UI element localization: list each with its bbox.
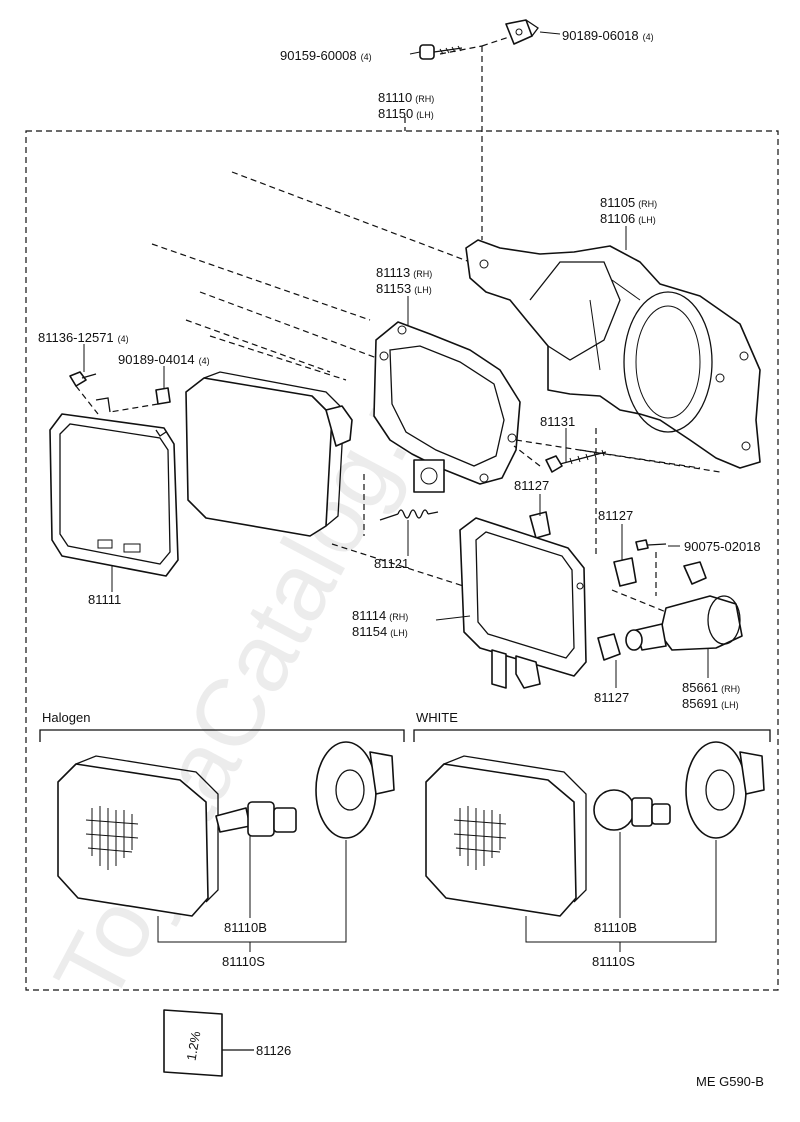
svg-text:81153(LH): 81153(LH): [376, 281, 432, 296]
part-labels: 90159-60008(4) 90189-06018(4) 81110(RH) …: [38, 28, 764, 1089]
label-halogen-81110b: 81110B: [224, 920, 267, 935]
page-code: ME G590-B: [696, 1074, 764, 1089]
svg-text:81136-12571(4): 81136-12571(4): [38, 330, 129, 345]
label-81150: 81150: [378, 106, 413, 121]
halogen-bulb: [215, 801, 297, 837]
screw-81136-12571: [69, 371, 99, 415]
svg-text:81114(RH): 81114(RH): [352, 608, 408, 623]
label-81127-c: 81127: [594, 690, 629, 705]
label-81106: 81106: [600, 211, 635, 226]
label-85691: 85691: [682, 696, 718, 711]
halogen-section-bracket: [39, 729, 405, 742]
aim-tag-text: 1.2%: [184, 1030, 204, 1062]
svg-text:81105(RH): 81105(RH): [600, 195, 657, 210]
clip-81127-b: [613, 557, 637, 587]
white-callout-bracket: [525, 840, 717, 943]
white-lamp-unit: [425, 755, 587, 917]
halogen-callout-bracket: [157, 840, 347, 943]
halogen-socket: [315, 741, 395, 839]
label-90189-06018: 90189-06018: [562, 28, 639, 43]
svg-text:90159-60008(4): 90159-60008(4): [280, 48, 372, 63]
label-81136-12571: 81136-12571: [38, 330, 114, 345]
label-81111: 81111: [88, 592, 121, 607]
white-bulb: [593, 789, 671, 831]
aim-tag-81126: 1.2%: [163, 1009, 254, 1077]
headlamp-rim: [49, 397, 179, 577]
lamp-socket: [625, 561, 743, 651]
label-81126: 81126: [256, 1043, 291, 1058]
svg-text:81110(RH): 81110(RH): [378, 90, 434, 105]
adjust-screw-81131: [513, 428, 607, 556]
clip-81127-c: [597, 633, 621, 661]
label-81131: 81131: [540, 414, 575, 429]
label-81114: 81114: [352, 608, 386, 623]
label-81153: 81153: [376, 281, 411, 296]
svg-text:81150(LH): 81150(LH): [378, 106, 434, 121]
assembly-boundary: [25, 130, 779, 991]
spring-81121: [363, 474, 439, 536]
white-socket: [685, 741, 765, 839]
label-halogen-81110s: 81110S: [222, 954, 265, 969]
label-90159-60008: 90159-60008: [280, 48, 357, 63]
white-section-bracket: [413, 729, 771, 742]
svg-text:81106(LH): 81106(LH): [600, 211, 656, 226]
halogen-lamp-unit: [57, 755, 219, 917]
svg-text:90189-04014(4): 90189-04014(4): [118, 352, 210, 367]
label-81113: 81113: [376, 265, 410, 280]
label-85661: 85661: [682, 680, 718, 695]
svg-text:81113(RH): 81113(RH): [376, 265, 432, 280]
nut-90189-04014: [109, 387, 171, 413]
label-81105: 81105: [600, 195, 635, 210]
screw-90075-02018: [611, 539, 667, 613]
label-81154: 81154: [352, 624, 387, 639]
svg-text:85661(RH): 85661(RH): [682, 680, 740, 695]
headlamp-housing: [373, 321, 521, 493]
sealed-beam-lamp: [185, 371, 353, 537]
headlamp-frame: [459, 517, 587, 689]
label-81127-a: 81127: [514, 478, 549, 493]
bolt-90159-60008: [419, 44, 463, 60]
halogen-title: Halogen: [42, 710, 90, 725]
mounting-bracket: [465, 239, 761, 469]
label-81110: 81110: [378, 90, 412, 105]
label-white-81110s: 81110S: [592, 954, 635, 969]
label-81121: 81121: [374, 556, 409, 571]
label-90075-02018: 90075-02018: [684, 539, 761, 554]
svg-text:81154(LH): 81154(LH): [352, 624, 408, 639]
nut-90189-06018: [505, 19, 539, 45]
label-90189-04014: 90189-04014: [118, 352, 195, 367]
clip-81127-a: [529, 511, 551, 539]
white-title: WHITE: [416, 710, 458, 725]
leader-lines: [83, 31, 709, 688]
svg-text:90189-06018(4): 90189-06018(4): [562, 28, 654, 43]
svg-text:85691(LH): 85691(LH): [682, 696, 739, 711]
label-81127-b: 81127: [598, 508, 633, 523]
label-white-81110b: 81110B: [594, 920, 637, 935]
